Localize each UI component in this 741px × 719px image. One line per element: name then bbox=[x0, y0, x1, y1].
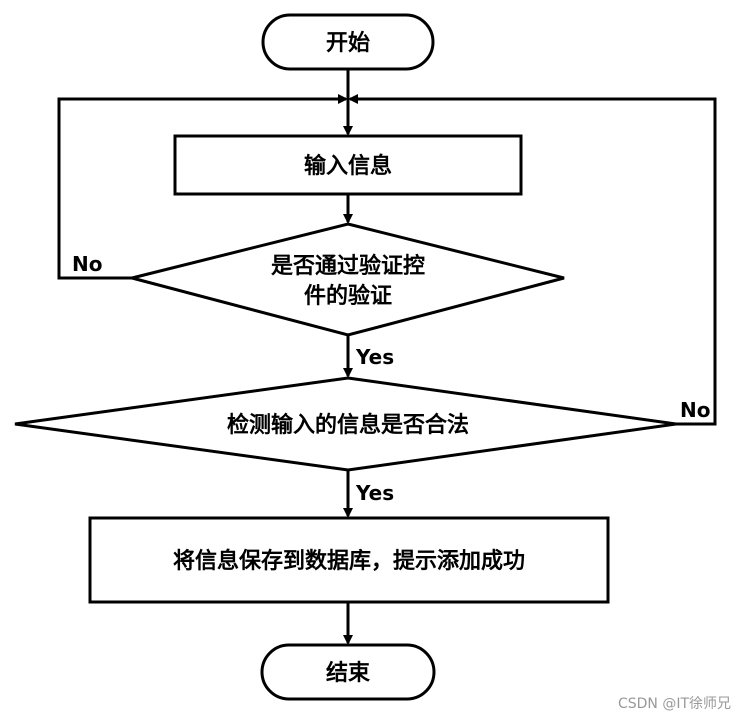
start-label: 开始 bbox=[326, 30, 370, 56]
check-legal-decision: 检测输入的信息是否合法 bbox=[14, 376, 677, 472]
no-right-label: No bbox=[680, 398, 710, 422]
save-label: 将信息保存到数据库，提示添加成功 bbox=[173, 548, 525, 574]
end-node: 结束 bbox=[260, 643, 436, 701]
check-legal-label: 检测输入的信息是否合法 bbox=[227, 412, 469, 438]
end-label: 结束 bbox=[326, 660, 371, 686]
edge-check-control-no bbox=[57, 94, 348, 280]
input-node: 输入信息 bbox=[173, 134, 523, 196]
yes-2-label: Yes bbox=[355, 481, 394, 505]
check-control-decision: 是否通过验证控 件的验证 bbox=[131, 222, 565, 337]
save-node: 将信息保存到数据库，提示添加成功 bbox=[88, 516, 610, 604]
yes-1-label: Yes bbox=[355, 345, 394, 369]
start-node: 开始 bbox=[261, 13, 435, 71]
input-label: 输入信息 bbox=[304, 153, 392, 179]
edge-check-legal-no bbox=[348, 94, 717, 426]
no-left-label: No bbox=[72, 252, 102, 276]
check-control-label-line2: 件的验证 bbox=[304, 283, 392, 309]
check-control-label-line1: 是否通过验证控 bbox=[271, 253, 425, 279]
watermark-text: CSDN @IT徐师兄 bbox=[617, 696, 731, 712]
